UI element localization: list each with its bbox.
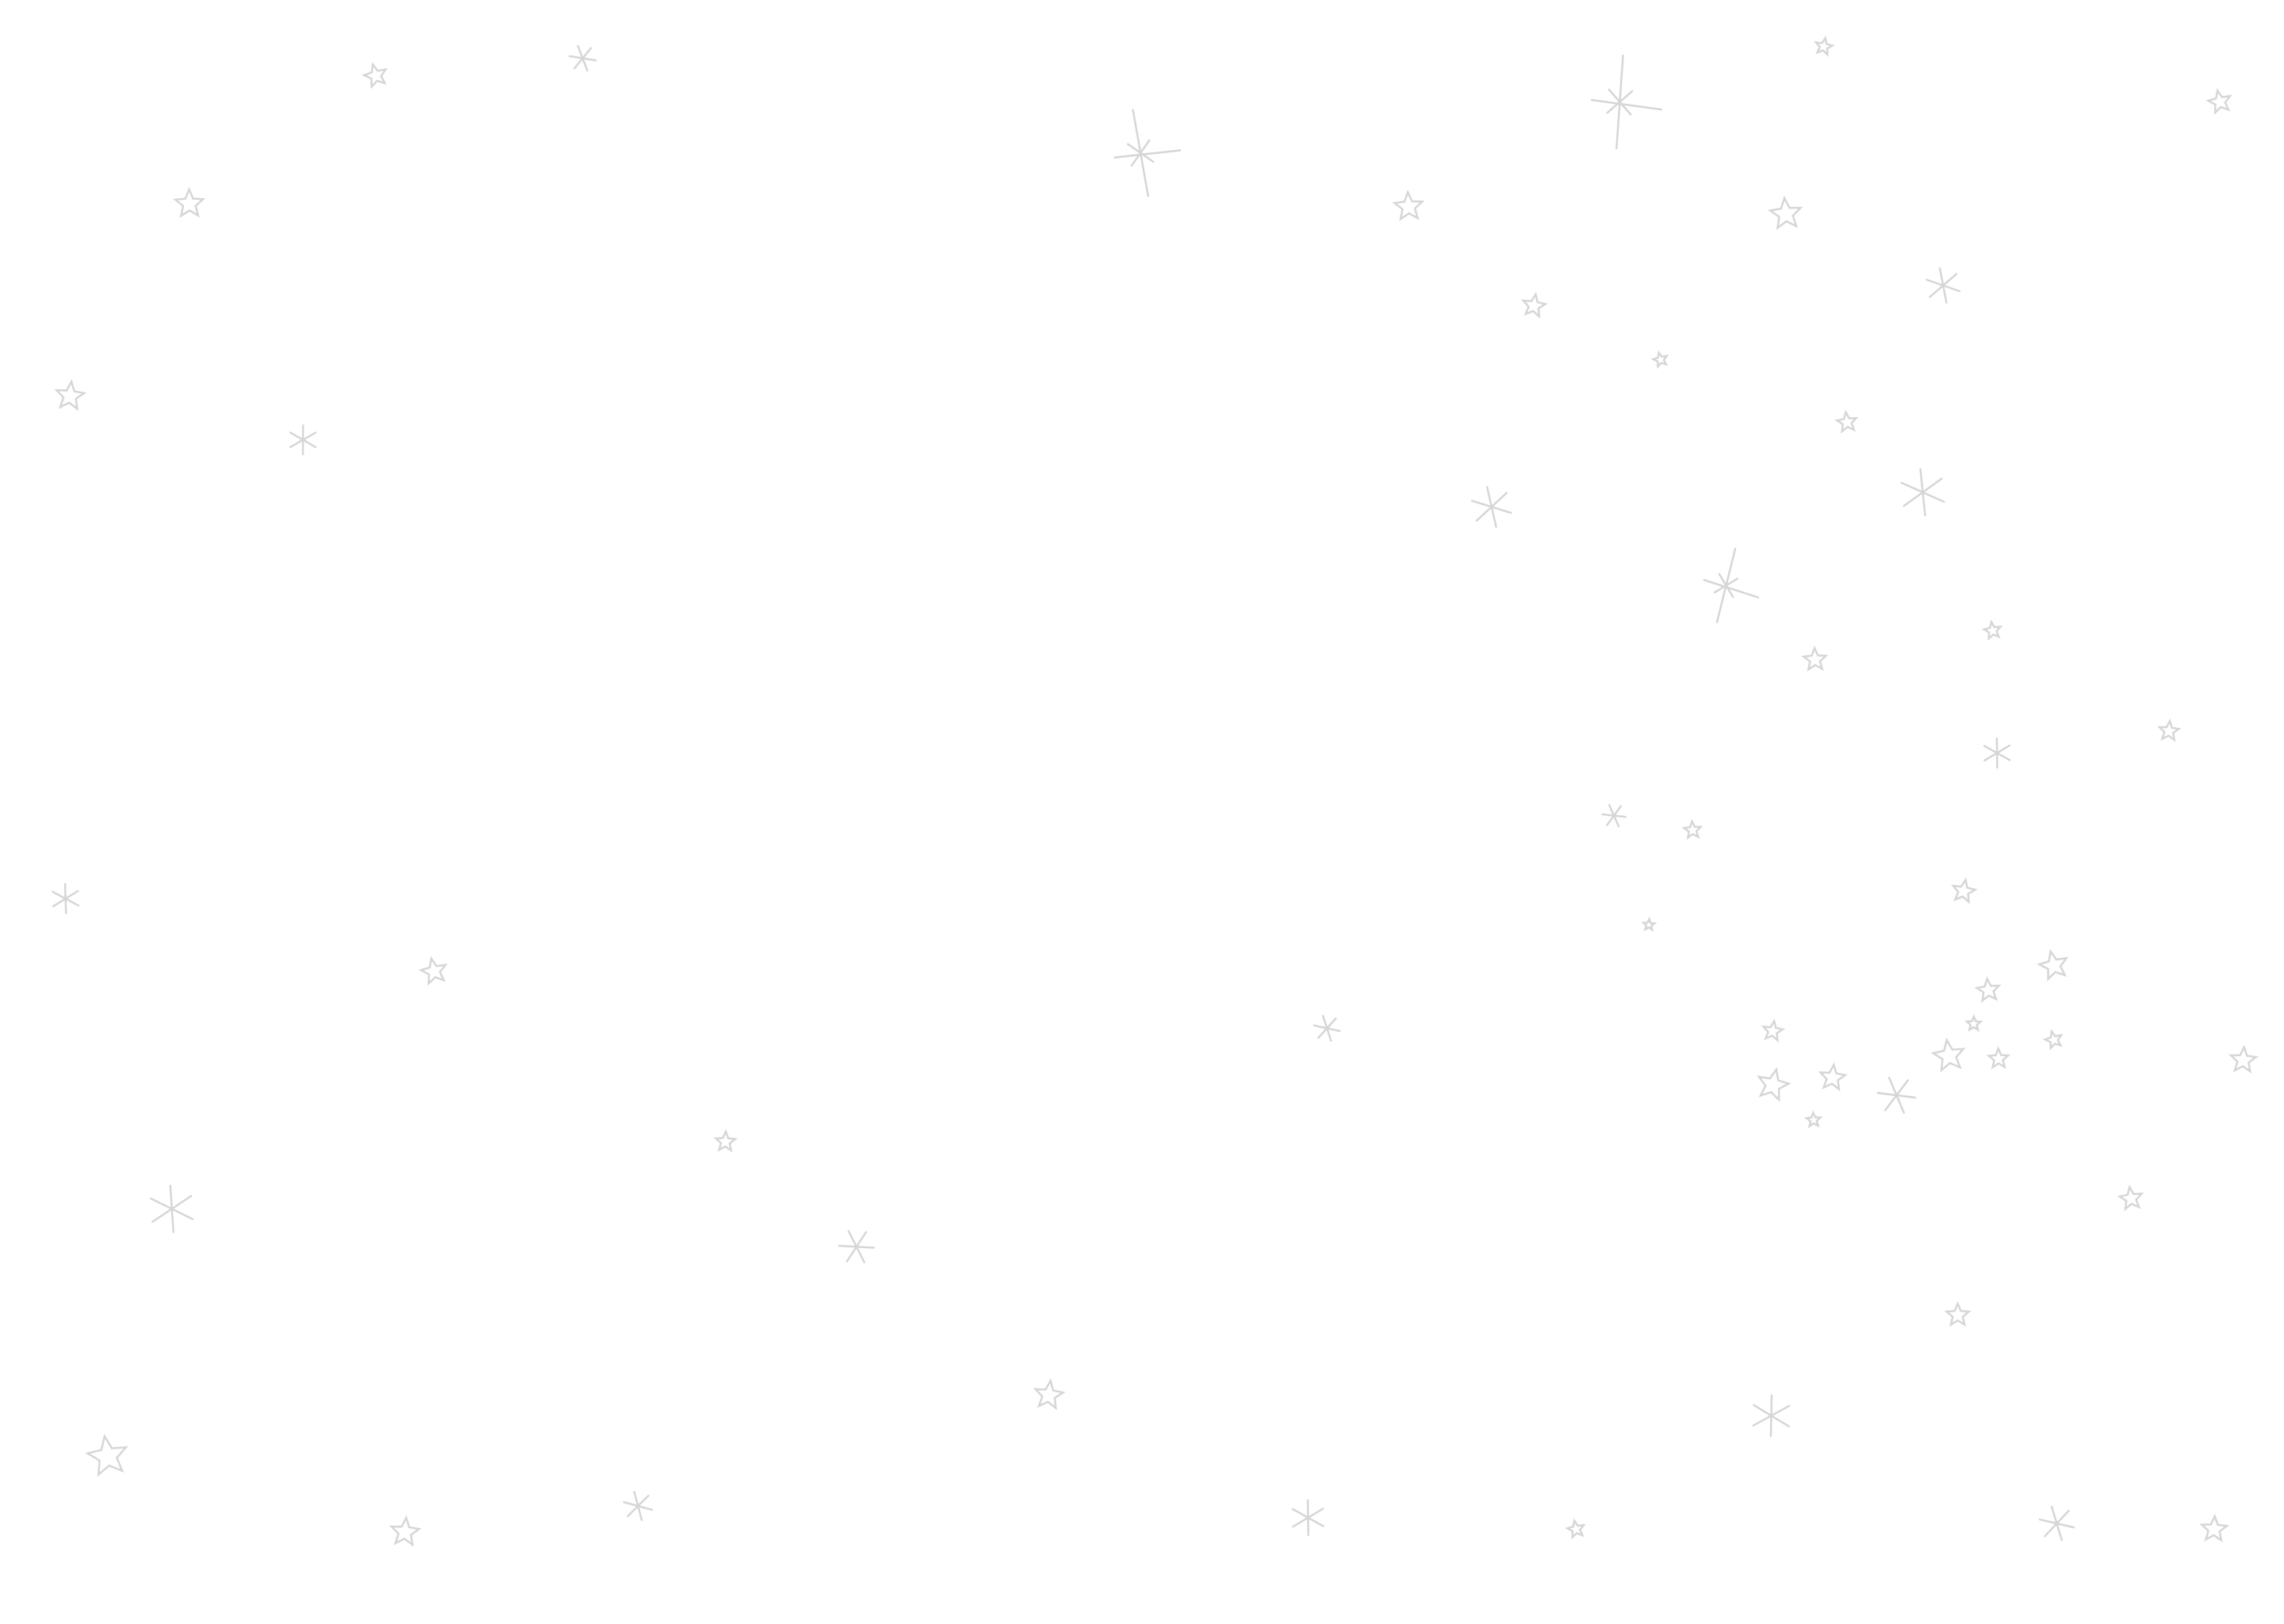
sketched-star-icon [1033,1378,1066,1411]
sketched-star-icon [1900,468,1945,517]
sketched-star-icon [1981,619,2003,641]
sketched-star-icon [2042,1028,2064,1051]
sketched-star-icon [2157,718,2182,742]
sketched-star-icon [1752,1394,1791,1438]
sketched-star-icon [837,1230,876,1264]
sketched-star-icon [623,1491,653,1522]
sketched-star-icon [1703,547,1760,623]
sketched-star-icon [289,424,317,456]
sketched-star-icon [1650,350,1669,370]
sketched-star-icon [1951,877,1978,905]
sketched-star-icon [1113,109,1182,197]
sketched-star-icon [1983,737,2011,769]
sketched-star-icon [1641,916,1657,933]
sketched-star-icon [569,44,597,72]
sketched-star-icon [1944,1300,1972,1327]
sketched-star-icon [1471,485,1512,528]
sketched-star-icon [1930,1037,1966,1073]
sketched-star-icon [361,62,388,90]
sketched-star-icon [1801,645,1829,672]
sketched-star-icon [1291,1499,1324,1537]
sketched-star-icon [1565,1518,1586,1540]
sketched-star-icon [2199,1513,2230,1543]
sketched-star-icon [150,1184,194,1234]
sketched-star-icon [2228,1044,2259,1074]
sketched-star-icon [1313,1014,1341,1042]
sketched-star-icon [2205,88,2232,116]
sketched-star-icon [1761,1018,1786,1043]
sketched-star-icon [418,956,448,986]
sketched-star-icon [713,1128,738,1153]
sketched-star-icon [173,186,206,218]
sketched-star-icon [54,379,87,412]
sketched-star-icon [1757,1067,1792,1102]
sketched-star-icon [1681,818,1703,841]
sketched-star-icon [2117,1184,2144,1212]
sketched-star-icon [1591,54,1663,150]
sketched-star-icon [1974,976,2002,1003]
sketched-star-icon [389,1515,422,1547]
sketched-star-icon [52,883,80,914]
sketched-star-icon [2037,948,2069,982]
sketched-star-icon [1521,291,1548,319]
sketched-star-icon [1964,1013,1983,1032]
sketched-star-icon [1834,409,1859,434]
sketched-star-icon [1803,1110,1823,1128]
sketched-star-icon [1818,1062,1848,1092]
sketched-star-icon [1814,35,1835,57]
sketched-star-icon [85,1434,128,1477]
sketched-star-icon [1392,190,1425,221]
sketched-star-icon [1767,195,1803,231]
sketched-star-icon [1926,267,1961,304]
sketched-star-icon [1876,1076,1917,1114]
sketched-star-icon [1601,803,1627,828]
sketched-star-icon [2038,1505,2075,1542]
sketched-star-icon [1986,1046,2011,1070]
